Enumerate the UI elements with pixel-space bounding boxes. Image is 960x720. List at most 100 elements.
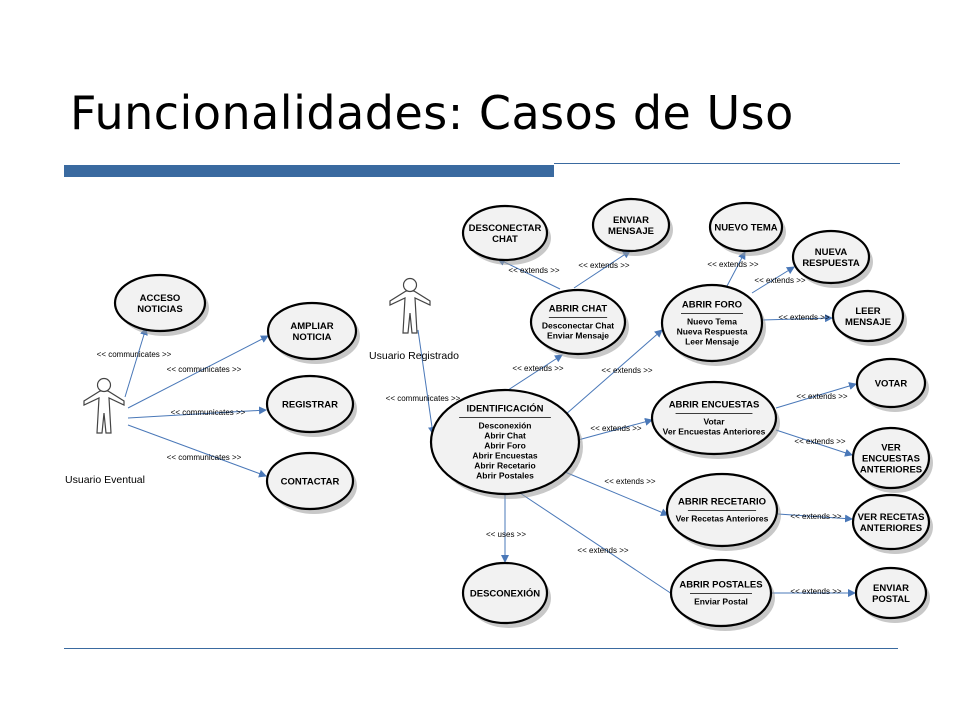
use-case-ellipse [708,201,784,253]
relation-label: << communicates >> [97,350,172,359]
actor-figure [83,390,125,434]
use-case-title: ACCESO [140,293,181,304]
use-case-title: VER [881,443,901,454]
relation-label: << extends >> [604,477,655,486]
actors-layer: Usuario Eventual Usuario Registrado [65,277,459,486]
relation-line-registrado-to-identificacion [417,329,436,435]
use-case-item: Enviar Mensaje [547,331,609,341]
use-case-title: NOTICIA [292,332,331,343]
relation-label: << extends >> [512,364,563,373]
relation-label: << communicates >> [167,453,242,462]
relation-label: << extends >> [790,512,841,521]
relation-line-identificacion-to-abrir-chat [504,354,563,393]
use-case-title: ANTERIORES [860,523,922,534]
use-case-ellipse [461,204,549,262]
use-case-ellipse [113,273,207,333]
relation-line-abrir-encuestas-to-votar [775,382,857,409]
use-case-item: Abrir Encuestas [472,451,537,461]
use-case-title: ENVIAR [873,583,909,594]
use-case-title: CHAT [492,234,518,245]
use-case-item: Nueva Respuesta [677,327,748,337]
actor-head [96,377,112,393]
use-case-item: Nuevo Tema [687,317,737,327]
use-case-title: ENVIAR [613,215,649,226]
relation-label: << extends >> [790,587,841,596]
use-case-votar: VOTAR [855,357,929,412]
relation-line-identificacion-to-abrir-recetario [564,471,669,516]
relation-label: << extends >> [796,392,847,401]
title-underline-bar [64,165,554,177]
use-case-title: REGISTRAR [282,400,338,411]
use-case-registrar: REGISTRAR [265,374,357,437]
relations-layer: << communicates >> << communicates >> << c… [97,250,857,599]
use-case-title: VER RECETAS [858,512,925,523]
relation-line-identificacion-to-abrir-postales [519,492,679,599]
relation-label: << extends >> [508,266,559,275]
use-case-ellipse [851,493,931,551]
relation-label: << extends >> [754,276,805,285]
actor-label: Usuario Eventual [65,474,145,486]
relation-line-eventual-to-contactar [127,424,267,478]
use-case-title: DESCONEXIÓN [470,588,540,600]
use-case-title: ABRIR FORO [682,300,742,311]
relation-label: << extends >> [778,313,829,322]
use-case-title: MENSAJE [845,317,891,328]
use-case-desconexion: DESCONEXIÓN [461,561,551,628]
actor-head [402,277,418,293]
relation-label: << extends >> [794,437,845,446]
use-case-item: Abrir Chat [484,431,526,441]
relation-line-abrir-encuestas-to-ver-encuestas [775,429,853,457]
relation-label: << communicates >> [386,394,461,403]
relation-line-abrir-foro-to-nuevo-tema [726,251,746,287]
use-case-ellipse [529,288,627,356]
use-case-title: ABRIR CHAT [549,304,608,315]
use-case-title: DESCONECTAR [469,223,542,234]
use-case-title: LEER [855,306,880,317]
relation-label: << uses >> [486,530,526,539]
use-case-title: ABRIR RECETARIO [678,497,766,508]
relation-label: << extends >> [601,366,652,375]
use-case-title: ABRIR ENCUESTAS [669,400,760,411]
actor-label: Usuario Registrado [369,350,459,362]
relation-line-identificacion-to-abrir-foro [564,329,663,416]
use-case-ellipse [851,426,931,490]
use-case-ellipse [854,566,928,620]
use-case-contactar: CONTACTAR [265,451,357,514]
use-case-ellipse [665,472,779,548]
use-case-ellipse [660,283,764,363]
use-case-item: Desconexión [479,421,532,431]
use-case-title: ENCUESTAS [862,454,920,465]
use-case-title: POSTAL [872,594,910,605]
use-case-title: NUEVO TEMA [714,223,777,234]
use-case-ellipse [265,374,355,434]
relation-label: << extends >> [578,261,629,270]
use-case-ellipse [266,301,358,361]
relation-label: << extends >> [707,260,758,269]
relation-line-eventual-to-registrar [127,406,267,419]
relation-label: << communicates >> [171,408,246,417]
use-case-title: ABRIR POSTALES [679,580,762,591]
footer-rule [64,648,898,649]
use-case-item: Ver Encuestas Anteriores [663,427,766,437]
use-case-item: Abrir Postales [476,471,534,481]
use-case-nuevo-tema: NUEVO TEMA [708,201,786,256]
use-case-item: Desconectar Chat [542,321,614,331]
use-case-title: AMPLIAR [290,321,333,332]
use-case-ellipse [591,197,671,253]
use-case-item: Abrir Foro [484,441,526,451]
actor-registrado: Usuario Registrado [369,277,459,362]
use-case-ellipse [791,229,871,285]
use-case-title: CONTACTAR [281,477,340,488]
